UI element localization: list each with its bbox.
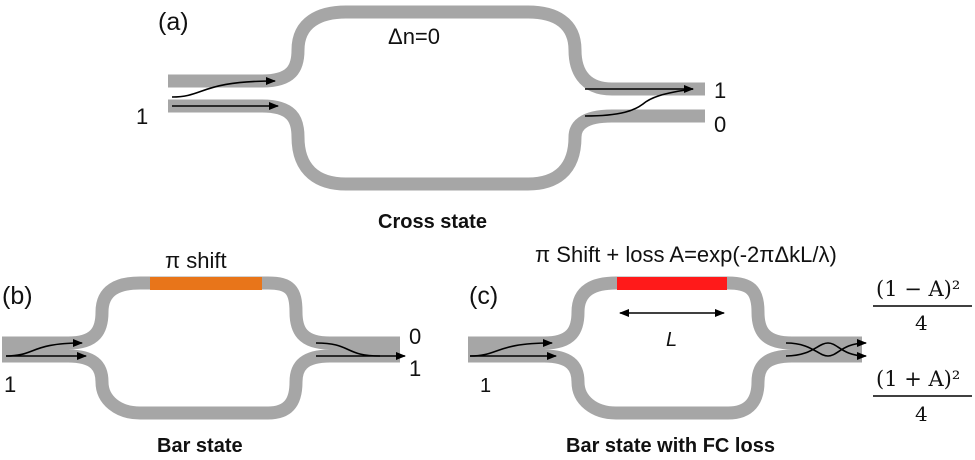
output-c-top-denominator: 4	[915, 311, 928, 335]
input-label-c: 1	[480, 375, 491, 397]
output-label-a-top: 1	[714, 78, 726, 103]
phase-shifter-b	[150, 277, 262, 290]
panel-a: (a) Δn=0 1 1 0 Cross state	[136, 5, 726, 233]
waveguide-a-lower-arm	[168, 99, 705, 191]
input-label-b: 1	[4, 372, 16, 397]
length-label: L	[666, 329, 677, 351]
waveguide-b-lower-arm	[2, 349, 400, 420]
waveguide-b-upper-arm	[2, 276, 400, 350]
waveguide-c-lower-arm	[468, 349, 862, 420]
lossy-phase-shifter-c	[617, 277, 727, 290]
output-label-b-bottom: 1	[409, 356, 421, 381]
output-label-a-bottom: 0	[714, 112, 726, 137]
output-label-b-top: 0	[409, 324, 421, 349]
arrow-c-output-top	[785, 339, 867, 357]
arrow-a-cross-top	[171, 77, 276, 98]
pi-shift-label: π shift	[165, 248, 227, 273]
panel-c: (c) π Shift + loss A=exp(-2πΔkL/λ) L 1 (…	[468, 242, 972, 457]
panel-a-label: (a)	[158, 8, 189, 36]
fc-loss-caption: Bar state with FC loss	[566, 435, 775, 457]
output-c-top-numerator: (1 − A)²	[876, 277, 960, 301]
panel-c-label: (c)	[469, 282, 498, 310]
bar-state-caption: Bar state	[157, 435, 243, 457]
shift-loss-label: π Shift + loss A=exp(-2πΔkL/λ)	[535, 242, 837, 267]
arrow-a-cross-exit	[584, 88, 694, 117]
output-c-bottom-denominator: 4	[915, 402, 928, 426]
delta-n-label: Δn=0	[388, 24, 440, 49]
waveguide-a-upper-arm	[168, 5, 705, 96]
input-label-a: 1	[136, 104, 148, 129]
panel-b-label: (b)	[2, 282, 33, 310]
panel-b: (b) π shift 1 0 1 Bar state	[2, 248, 421, 457]
arrow-c-output-bottom	[785, 342, 867, 360]
output-c-bottom-numerator: (1 + A)²	[876, 367, 960, 391]
cross-state-caption: Cross state	[378, 211, 487, 233]
arrow-b-merge	[315, 342, 381, 357]
